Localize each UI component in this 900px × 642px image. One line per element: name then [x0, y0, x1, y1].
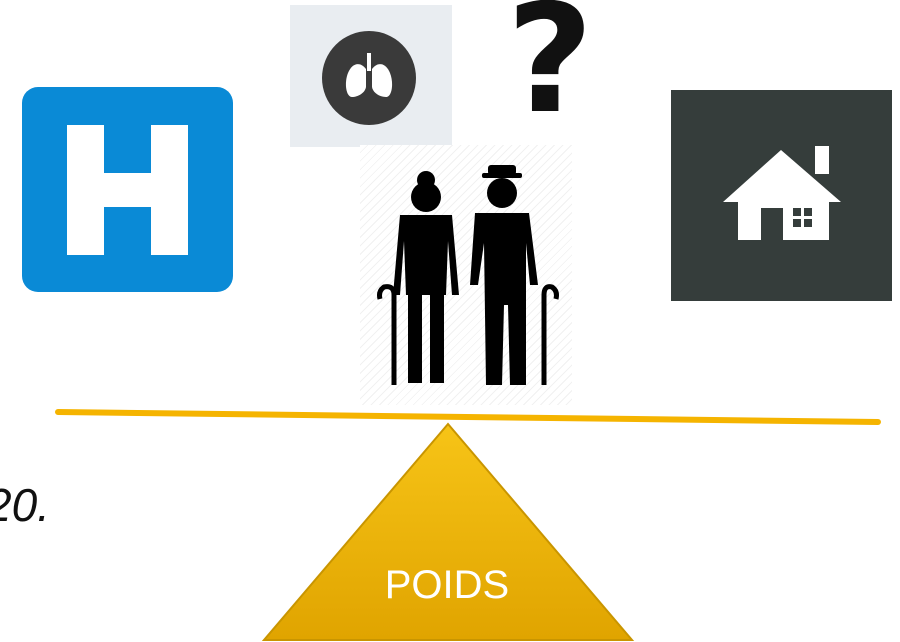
fulcrum-triangle — [261, 422, 635, 641]
partial-year-text: 20. — [0, 479, 50, 531]
hospital-icon — [67, 125, 188, 255]
lungs-icon — [322, 31, 416, 125]
question-mark: ? — [506, 0, 594, 147]
balance-beam — [55, 409, 881, 425]
house-icon — [723, 146, 841, 240]
fulcrum-label: POIDS — [384, 563, 510, 607]
hospital-tile — [22, 87, 233, 292]
lungs-tile — [290, 5, 452, 147]
elderly-couple-tile — [360, 145, 572, 405]
elderly-couple-icon — [377, 165, 559, 385]
house-tile — [671, 90, 892, 301]
